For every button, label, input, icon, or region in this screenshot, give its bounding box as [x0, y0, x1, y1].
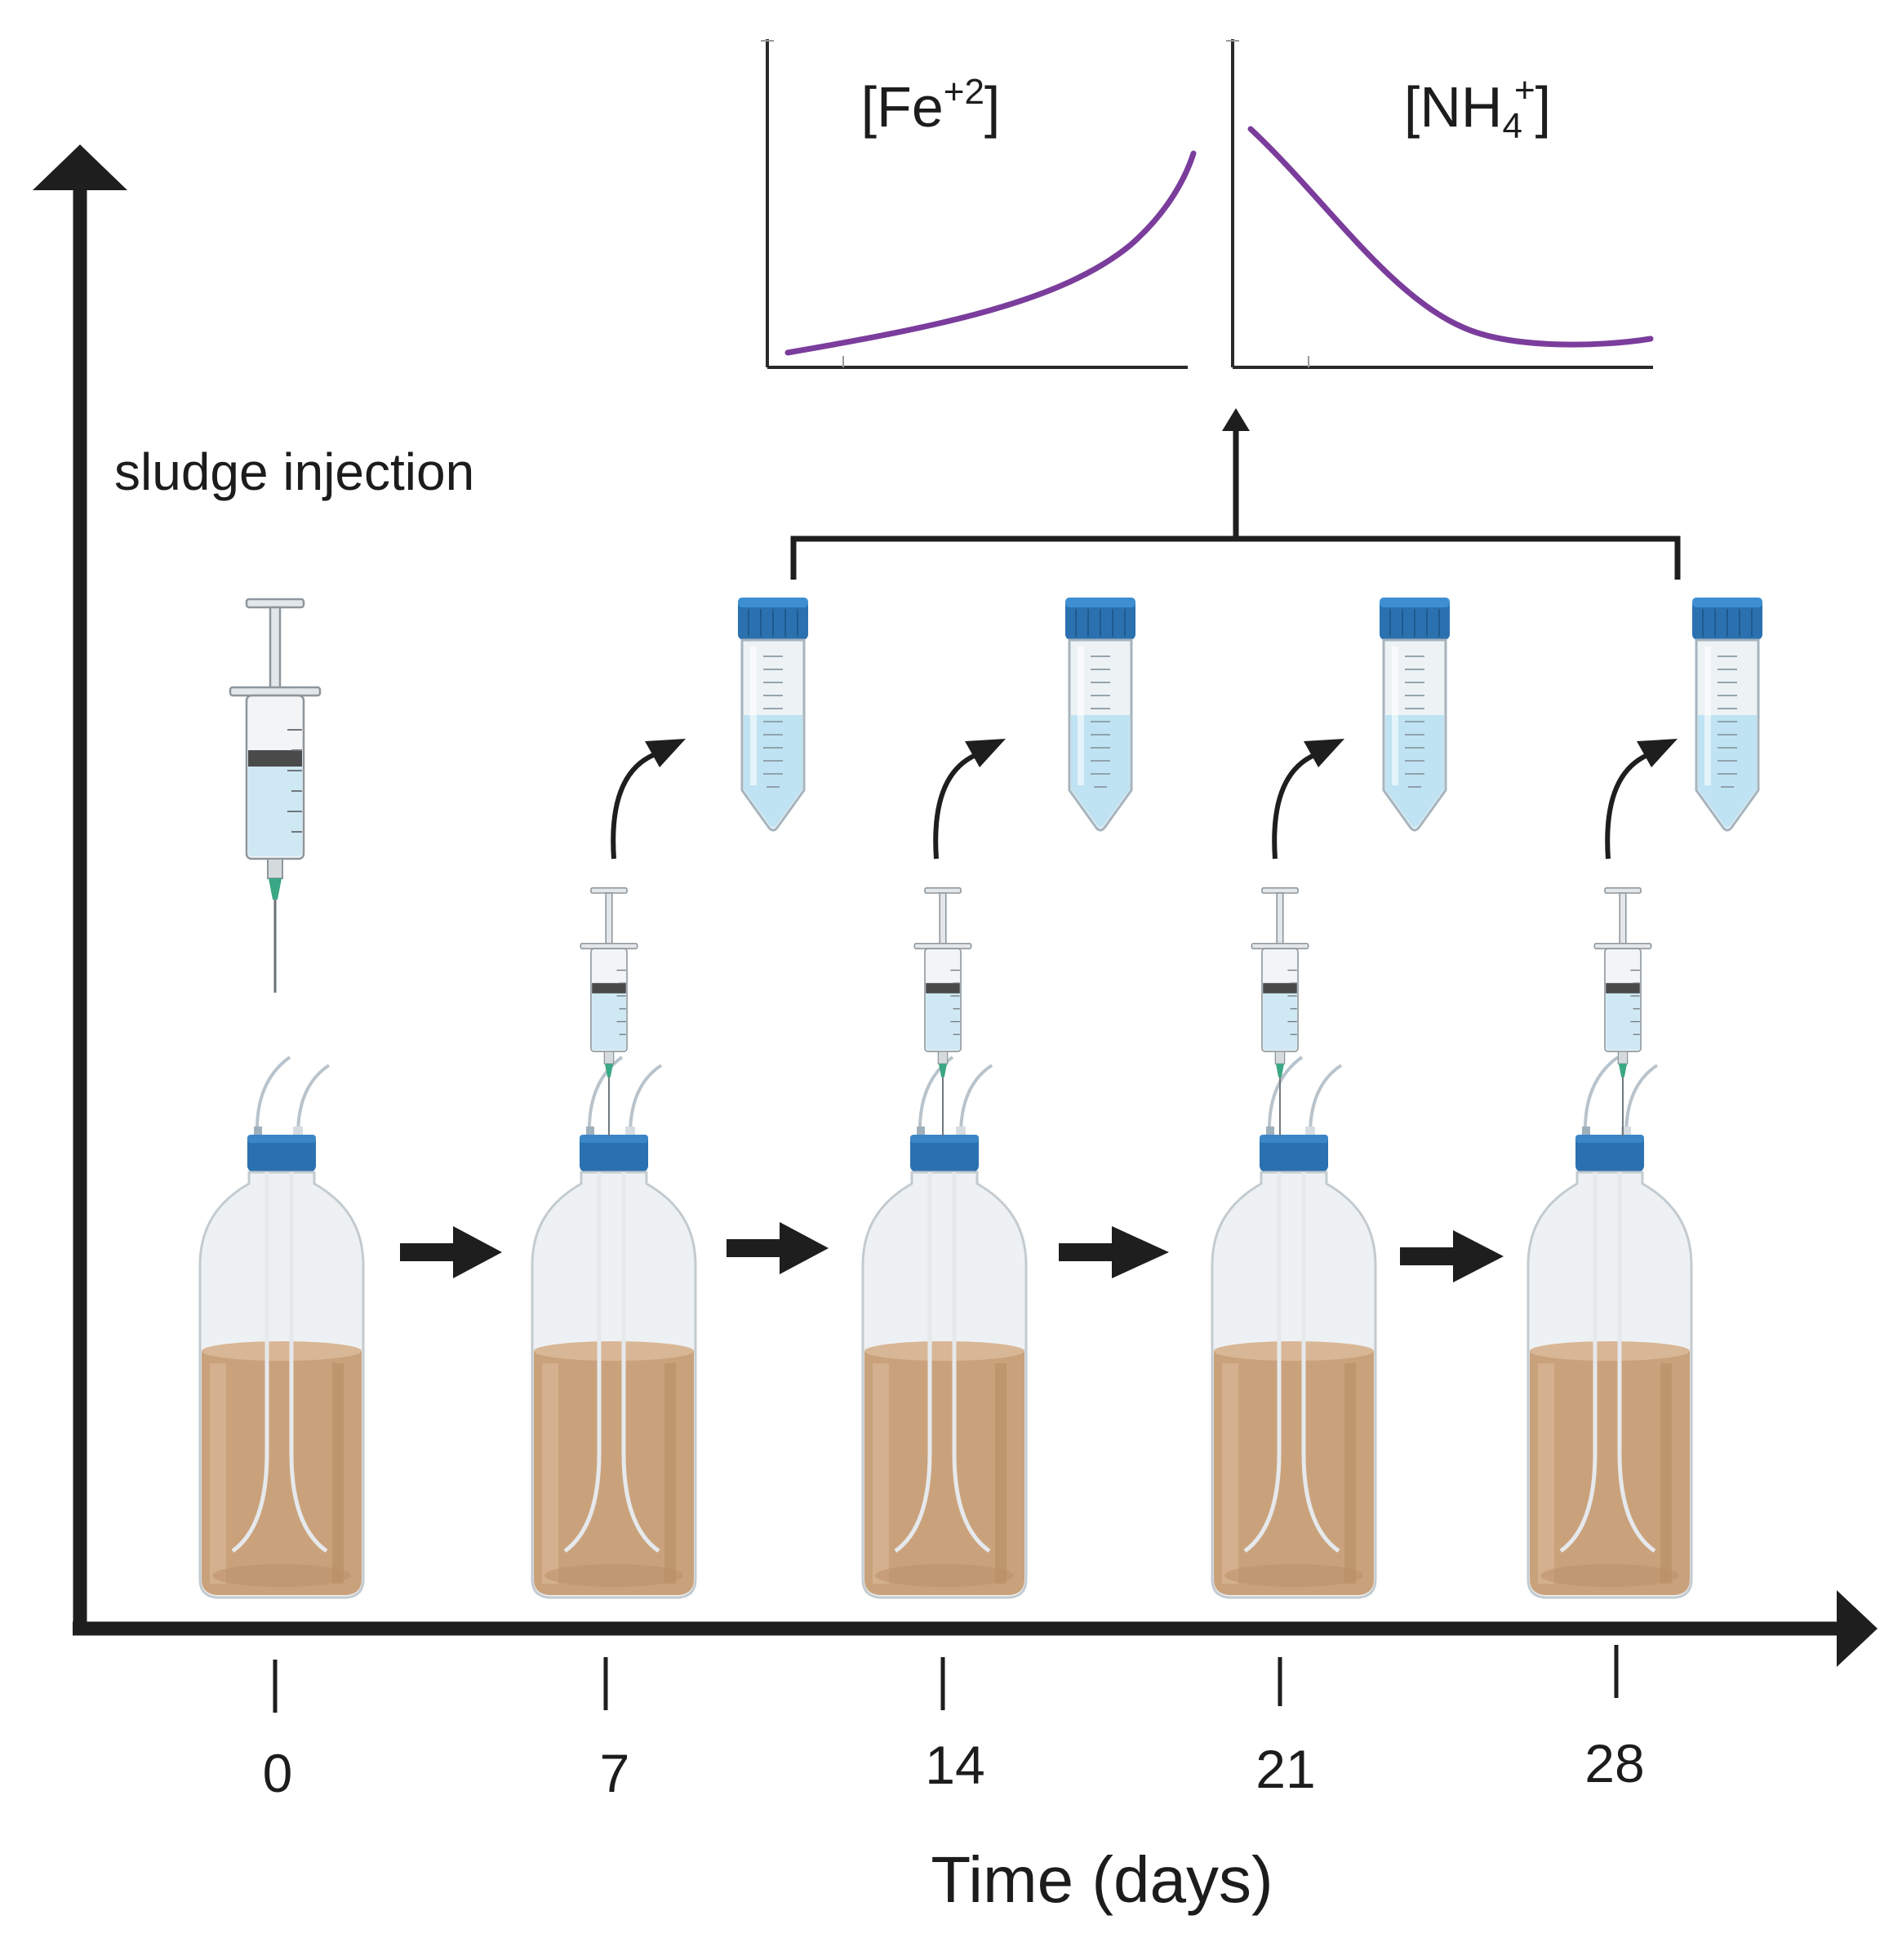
bottle-day-0 — [200, 1057, 363, 1598]
syringe-day-7 — [580, 887, 638, 1137]
fe-curve — [784, 150, 1197, 356]
sample-tubes — [736, 596, 1764, 832]
bottle-series — [200, 1057, 1691, 1598]
bottle-day-14 — [863, 1057, 1026, 1598]
syringe-day-28 — [1593, 887, 1652, 1137]
tick-label-0: 0 — [263, 1743, 293, 1803]
nh4-curve — [1247, 126, 1654, 348]
fe-graph-title: [Fe+2] — [861, 72, 1001, 139]
sampling-arrow-day-21 — [1272, 739, 1344, 860]
x-axis-arrowhead — [1837, 1590, 1878, 1667]
x-axis-ticks — [273, 1645, 1619, 1713]
transfer-arrows — [400, 1222, 1504, 1282]
sample-tube-day-14 — [1064, 596, 1137, 832]
syringe-day-21 — [1251, 887, 1309, 1137]
sampling-arrows — [611, 739, 1678, 860]
sludge-injection-label: sludge injection — [114, 442, 474, 501]
nh4-graph-title: [NH4+] — [1404, 70, 1551, 146]
bottle-day-7 — [532, 1057, 695, 1598]
sampling-arrow-day-7 — [611, 739, 686, 860]
x-axis-title: Time (days) — [931, 1843, 1273, 1916]
tick-label-21: 21 — [1255, 1739, 1315, 1799]
analysis-bracket — [790, 429, 1681, 580]
sampling-arrow-day-14 — [933, 739, 1006, 860]
transfer-arrow-0-7 — [400, 1226, 502, 1278]
nh4-graph: [NH4+] — [1226, 39, 1654, 369]
syringe-large — [229, 598, 322, 994]
transfer-arrow-14-21 — [1059, 1226, 1169, 1278]
tick-label-14: 14 — [925, 1735, 984, 1795]
sample-tube-day-7 — [736, 596, 810, 832]
transfer-arrow-21-28 — [1400, 1230, 1504, 1282]
bottle-day-28 — [1528, 1057, 1691, 1598]
sample-tube-day-28 — [1691, 596, 1764, 832]
y-axis-arrowhead — [33, 144, 127, 190]
main-axes — [33, 144, 1878, 1667]
sampling-arrow-day-28 — [1605, 739, 1678, 860]
bottle-day-21 — [1212, 1057, 1375, 1598]
sample-tube-day-21 — [1378, 596, 1451, 832]
x-axis-tick-labels: 0 7 14 21 28 — [263, 1733, 1645, 1803]
tick-label-28: 28 — [1584, 1733, 1644, 1793]
transfer-arrow-7-14 — [727, 1222, 829, 1274]
fe-graph: [Fe+2] — [761, 39, 1197, 369]
tick-label-7: 7 — [600, 1743, 630, 1803]
analysis-arrowhead — [1222, 408, 1250, 431]
